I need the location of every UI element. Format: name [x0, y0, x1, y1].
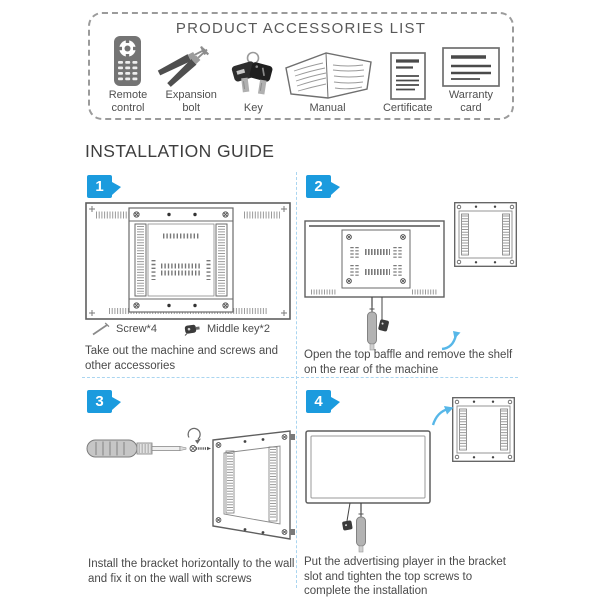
step-1-caption: Take out the machine and screws and othe…	[85, 345, 279, 372]
accessory-key: Key	[228, 44, 278, 114]
step-2-badge: 2	[306, 175, 340, 198]
step-2: 2	[304, 172, 519, 376]
accessories-title: PRODUCT ACCESSORIES LIST	[175, 20, 427, 37]
middle-key-icon	[184, 324, 200, 336]
accessory-label: Certificate	[382, 101, 433, 114]
accessory-manual: Manual	[282, 44, 374, 114]
screw-icon	[92, 322, 110, 336]
accessories-box: PRODUCT ACCESSORIES LIST	[88, 12, 514, 120]
step-4: 4	[304, 387, 520, 599]
step-number: 4	[314, 393, 323, 410]
accessory-label: Manual	[309, 101, 346, 114]
part-label: Screw*4	[116, 323, 157, 335]
step-3: 3	[85, 387, 297, 597]
warranty-card-icon	[442, 31, 500, 88]
certificate-icon	[389, 44, 426, 100]
part-screw: Screw*4	[91, 322, 157, 336]
remote-control-icon	[113, 31, 143, 87]
step-4-badge: 4	[306, 390, 340, 413]
accessory-warranty-card: Warranty card	[442, 31, 500, 114]
key-icon	[228, 44, 278, 100]
step-4-illustration	[305, 397, 515, 553]
step-number: 3	[95, 393, 104, 410]
step-number: 2	[314, 178, 323, 195]
step-1-illustration	[85, 202, 291, 320]
column-divider	[296, 172, 297, 588]
step-1: 1	[85, 172, 291, 374]
row-divider	[82, 377, 518, 378]
step-2-illustration	[304, 202, 517, 351]
step-1-badge: 1	[87, 175, 121, 198]
step-3-illustration	[86, 427, 295, 540]
accessory-label: Key	[243, 101, 263, 114]
manual-icon	[282, 44, 374, 100]
step-number: 1	[95, 178, 104, 195]
part-middle-key: Middle key*2	[183, 322, 270, 336]
step-2-caption: Open the top baffle and remove the shelf…	[304, 349, 513, 376]
accessory-expansion-bolt: Expansion bolt	[157, 31, 225, 114]
expansion-bolt-icon	[157, 31, 225, 88]
step-4-caption: Put the advertising player in the bracke…	[304, 556, 507, 598]
step-3-badge: 3	[87, 390, 121, 413]
step-3-caption: Install the bracket horizontally to the …	[88, 558, 295, 585]
accessory-label: Expansion bolt	[165, 89, 217, 114]
guide-title: INSTALLATION GUIDE	[85, 141, 275, 161]
accessory-label: Warranty card	[448, 89, 494, 114]
accessory-remote-control: Remote control	[102, 31, 154, 114]
accessory-certificate: Certificate	[377, 44, 439, 114]
accessories-row: Remote control	[102, 36, 500, 114]
part-label: Middle key*2	[206, 323, 270, 335]
accessory-label: Remote control	[108, 89, 148, 114]
step-1-parts: Screw*4 Middle key*2	[91, 322, 270, 336]
